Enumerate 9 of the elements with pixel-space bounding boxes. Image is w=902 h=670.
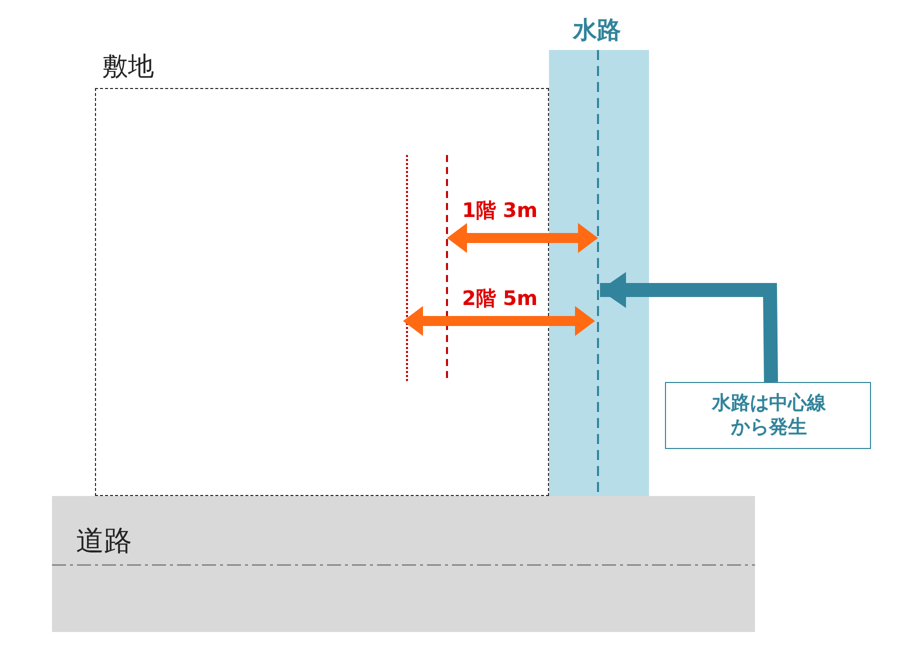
area-label: 道路: [76, 523, 132, 559]
callout-text: 水路は中心線から発生: [710, 391, 827, 439]
area-label: 敷地: [102, 51, 154, 84]
arrow: [600, 272, 778, 382]
area-label: 水路: [573, 15, 621, 46]
dimension-label: 1階 3m: [462, 197, 538, 224]
callout-box: [665, 382, 871, 449]
road-band: [52, 496, 755, 632]
dimension-label: 2階 5m: [462, 285, 538, 312]
